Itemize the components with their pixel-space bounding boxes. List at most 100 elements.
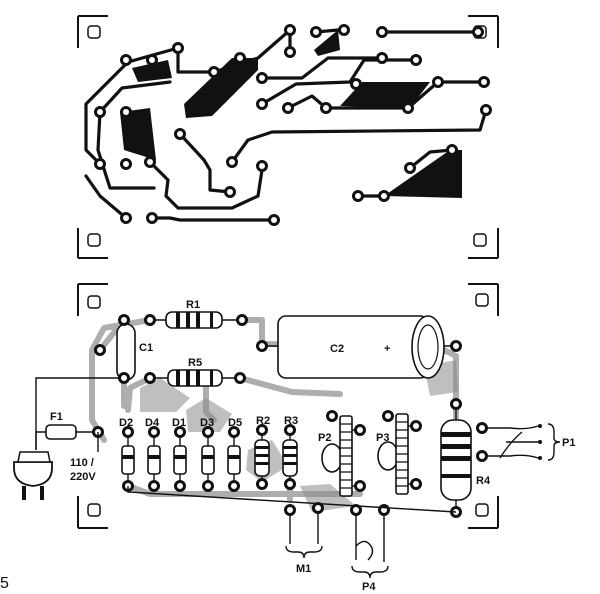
copper-area [384, 150, 462, 198]
pad [120, 106, 132, 118]
ghost-copper-area [140, 378, 190, 412]
p1-leads [476, 422, 542, 462]
r3-label: R3 [284, 415, 298, 427]
pcb-track-side [77, 15, 499, 259]
pad [320, 102, 332, 114]
resistor-r3 [282, 424, 298, 490]
copper-area [132, 60, 172, 82]
d4-label: D4 [145, 417, 160, 429]
pad [268, 214, 280, 226]
pad [282, 102, 294, 114]
pad [144, 314, 156, 326]
corner-mark [77, 228, 108, 259]
pad [432, 76, 444, 88]
mains-voltage-line1: 110 / [70, 457, 94, 469]
p3-label: P3 [376, 432, 389, 444]
m1-label: M1 [296, 563, 311, 575]
resistor-r4 [440, 398, 472, 518]
corner-mark [468, 283, 499, 316]
diode-d4 [147, 426, 161, 492]
pad [376, 52, 388, 64]
r4-label: R4 [476, 475, 491, 487]
copper-area [184, 58, 258, 118]
pad [350, 78, 362, 90]
p1-brace [547, 423, 561, 461]
f1-fuse [45, 424, 77, 440]
pad [338, 24, 350, 36]
c2-capacitor [277, 315, 429, 379]
copper-area [120, 108, 156, 160]
trimmer-p3 [377, 410, 422, 495]
p2-label: P2 [318, 432, 331, 444]
p1-label: P1 [562, 437, 575, 449]
c2-label: C2 [330, 343, 344, 355]
page-number-fragment: 5 [0, 575, 9, 592]
pad [478, 76, 490, 88]
pad [94, 158, 106, 170]
pad [118, 314, 130, 326]
copper-area [340, 82, 430, 108]
corner-mark [468, 228, 499, 259]
pad [446, 144, 458, 156]
pad [376, 26, 388, 38]
pad [208, 66, 220, 78]
m1-brace [285, 545, 323, 559]
d5-label: D5 [228, 417, 242, 429]
r5-label: R5 [188, 357, 202, 369]
p4-brace [351, 565, 389, 579]
pad [310, 26, 322, 38]
r5-bands [176, 370, 213, 386]
copper-track [230, 108, 488, 164]
pad [256, 160, 268, 172]
pad [234, 52, 246, 64]
r2-label: R2 [256, 415, 270, 427]
copper-track [98, 80, 172, 114]
pcb-component-side: C1 R1 R5 C2 + [13, 283, 575, 593]
pad [284, 24, 296, 36]
pad [120, 158, 132, 170]
pad [378, 190, 390, 202]
mounting-hole [87, 295, 101, 309]
corner-mark [468, 496, 499, 529]
corner-mark [77, 283, 108, 316]
mains-wire [35, 431, 46, 450]
corner-mark [77, 496, 108, 529]
diode-d2 [121, 426, 135, 492]
copper-track [212, 28, 292, 74]
diode-d3 [201, 426, 215, 492]
d3-label: D3 [200, 417, 214, 429]
f1-label: F1 [50, 411, 63, 423]
pad [94, 344, 106, 356]
copper-track [148, 160, 264, 210]
mounting-hole [87, 25, 101, 39]
pad [450, 340, 462, 352]
c2-end-cap [411, 315, 445, 379]
mounting-hole [475, 503, 489, 517]
pad [146, 212, 158, 224]
p4-leads [350, 504, 390, 562]
pad [94, 106, 106, 118]
corner-mark [77, 15, 108, 48]
copper-area [314, 30, 340, 56]
c1-label: C1 [139, 342, 153, 354]
pad [120, 212, 132, 224]
r1-bands [176, 312, 213, 328]
mounting-hole [473, 233, 487, 247]
diode-d5 [227, 426, 241, 492]
copper-track [286, 80, 486, 110]
pad [472, 26, 484, 38]
copper-track [408, 148, 454, 170]
copper-track [96, 110, 156, 190]
copper-track [178, 132, 232, 194]
pad [284, 46, 296, 58]
resistor-r2 [254, 424, 270, 490]
board-trace [97, 432, 457, 513]
pad [174, 128, 186, 140]
r1-label: R1 [186, 299, 200, 311]
pad [402, 102, 414, 114]
m1-leads [284, 502, 324, 544]
mounting-hole [87, 233, 101, 247]
corner-mark [468, 15, 499, 48]
mains-wire [35, 377, 124, 450]
pad [118, 372, 130, 384]
